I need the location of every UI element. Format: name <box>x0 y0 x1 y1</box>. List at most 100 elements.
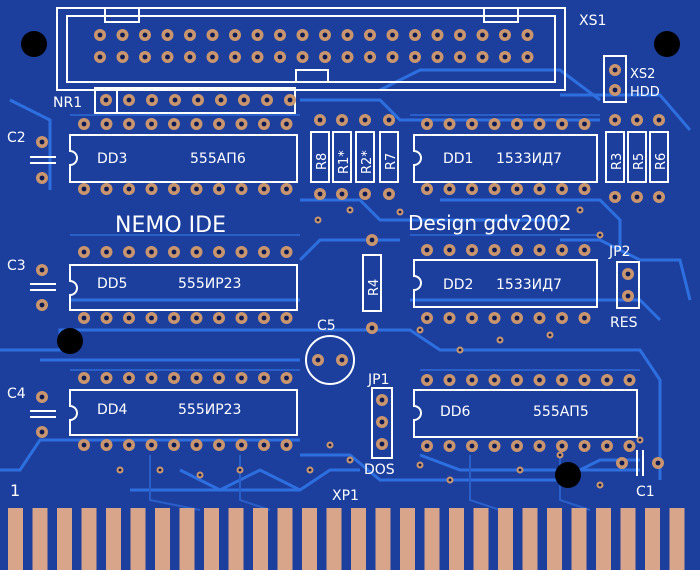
pad-hole <box>317 191 323 197</box>
pad-hole <box>518 468 522 472</box>
pad-hole <box>348 458 352 462</box>
pad-hole <box>424 443 430 449</box>
pad-hole <box>165 32 170 38</box>
chip-dd3-part: 555АП6 <box>190 151 246 167</box>
pad-hole <box>277 32 283 38</box>
pad-hole <box>418 328 422 332</box>
chip-dd3-name: DD3 <box>97 151 127 167</box>
pad-hole <box>261 442 267 448</box>
pad-hole <box>604 377 610 383</box>
pad-hole <box>612 87 618 93</box>
silkscreen-labels: XS1 XS2 HDD NR1 C2 C3 C4 C1 C5 JP1 DOS J… <box>7 13 669 504</box>
pad-hole <box>537 443 542 449</box>
pad-hole <box>126 97 132 103</box>
pad-hole <box>317 117 323 123</box>
pad-hole <box>345 54 350 60</box>
pad-hole <box>171 186 177 192</box>
pad-hole <box>216 186 222 192</box>
pad-hole <box>194 375 199 381</box>
edge-finger <box>155 508 170 570</box>
label-res: RES <box>610 315 638 331</box>
pad-hole <box>149 315 154 321</box>
label-r1: R1* <box>337 150 352 174</box>
copper-traces <box>0 68 692 492</box>
pad-hole <box>194 121 199 127</box>
pad-hole <box>126 121 132 127</box>
pad-hole <box>284 249 289 255</box>
pad-hole <box>171 442 177 448</box>
edge-finger <box>253 508 268 570</box>
pad-hole <box>469 121 475 127</box>
label-pin1: 1 <box>10 481 20 500</box>
pad-hole <box>537 247 542 253</box>
edge-finger <box>669 508 685 570</box>
pad-hole <box>239 375 244 381</box>
pad-hole <box>514 121 520 127</box>
pad-hole <box>239 186 244 192</box>
label-xp1: XP1 <box>332 488 359 504</box>
edge-finger <box>571 508 587 570</box>
edge-finger <box>547 508 562 570</box>
edge-finger <box>498 508 513 570</box>
pad-hole <box>149 186 154 192</box>
pad-hole <box>216 315 222 321</box>
pad-hole <box>447 377 452 383</box>
label-r4: R4 <box>367 279 382 296</box>
label-r3: R3 <box>610 153 625 170</box>
pad-hole <box>97 32 103 38</box>
label-c2: C2 <box>7 130 26 146</box>
pad-hole <box>559 121 565 127</box>
pad-hole <box>424 377 430 383</box>
pad-hole <box>369 325 375 331</box>
pad-hole <box>559 315 565 321</box>
pad-hole <box>458 348 462 352</box>
pad-hole <box>638 438 642 442</box>
pad-hole <box>390 54 395 60</box>
edge-finger <box>81 508 97 570</box>
pad-hole <box>367 32 373 38</box>
pad-hole <box>239 121 244 127</box>
pad-hole <box>171 121 177 127</box>
pad-hole <box>81 186 87 192</box>
pad-hole <box>619 460 625 466</box>
pad-hole <box>457 32 463 38</box>
pad-hole <box>194 315 199 321</box>
edge-finger <box>228 508 244 570</box>
pad-hole <box>81 442 87 448</box>
pad-hole <box>548 333 552 337</box>
pad-hole <box>514 443 520 449</box>
pad-hole <box>149 442 154 448</box>
edge-finger <box>522 508 538 570</box>
pad-hole <box>625 271 631 277</box>
label-r5: R5 <box>632 153 647 170</box>
pad-hole <box>198 473 202 477</box>
chip-dd4-part: 555ИР23 <box>178 402 241 418</box>
pad-hole <box>194 186 199 192</box>
pad-hole <box>537 377 542 383</box>
pad-hole <box>345 32 350 38</box>
pad-hole <box>398 210 402 214</box>
pad-hole <box>284 315 289 321</box>
pad-hole <box>187 32 193 38</box>
pad-hole <box>300 32 305 38</box>
pad-hole <box>424 247 430 253</box>
pad-hole <box>195 97 201 103</box>
pad-hole <box>149 375 154 381</box>
edge-finger <box>424 508 440 570</box>
pad-hole <box>656 194 662 200</box>
pad-hole <box>165 54 170 60</box>
pad-hole <box>469 186 475 192</box>
pad-hole <box>379 419 385 425</box>
pad-hole <box>171 315 177 321</box>
edge-finger <box>400 508 415 570</box>
label-r6: R6 <box>654 153 669 170</box>
pad-hole <box>627 443 632 449</box>
pad-hole <box>612 194 618 200</box>
pad-hole <box>255 54 260 60</box>
chip-dd2-name: DD2 <box>443 277 473 293</box>
pad-hole <box>480 32 485 38</box>
pad-hole <box>210 54 215 60</box>
pad-hole <box>216 442 222 448</box>
pad-hole <box>287 97 293 103</box>
label-r7: R7 <box>384 153 399 170</box>
